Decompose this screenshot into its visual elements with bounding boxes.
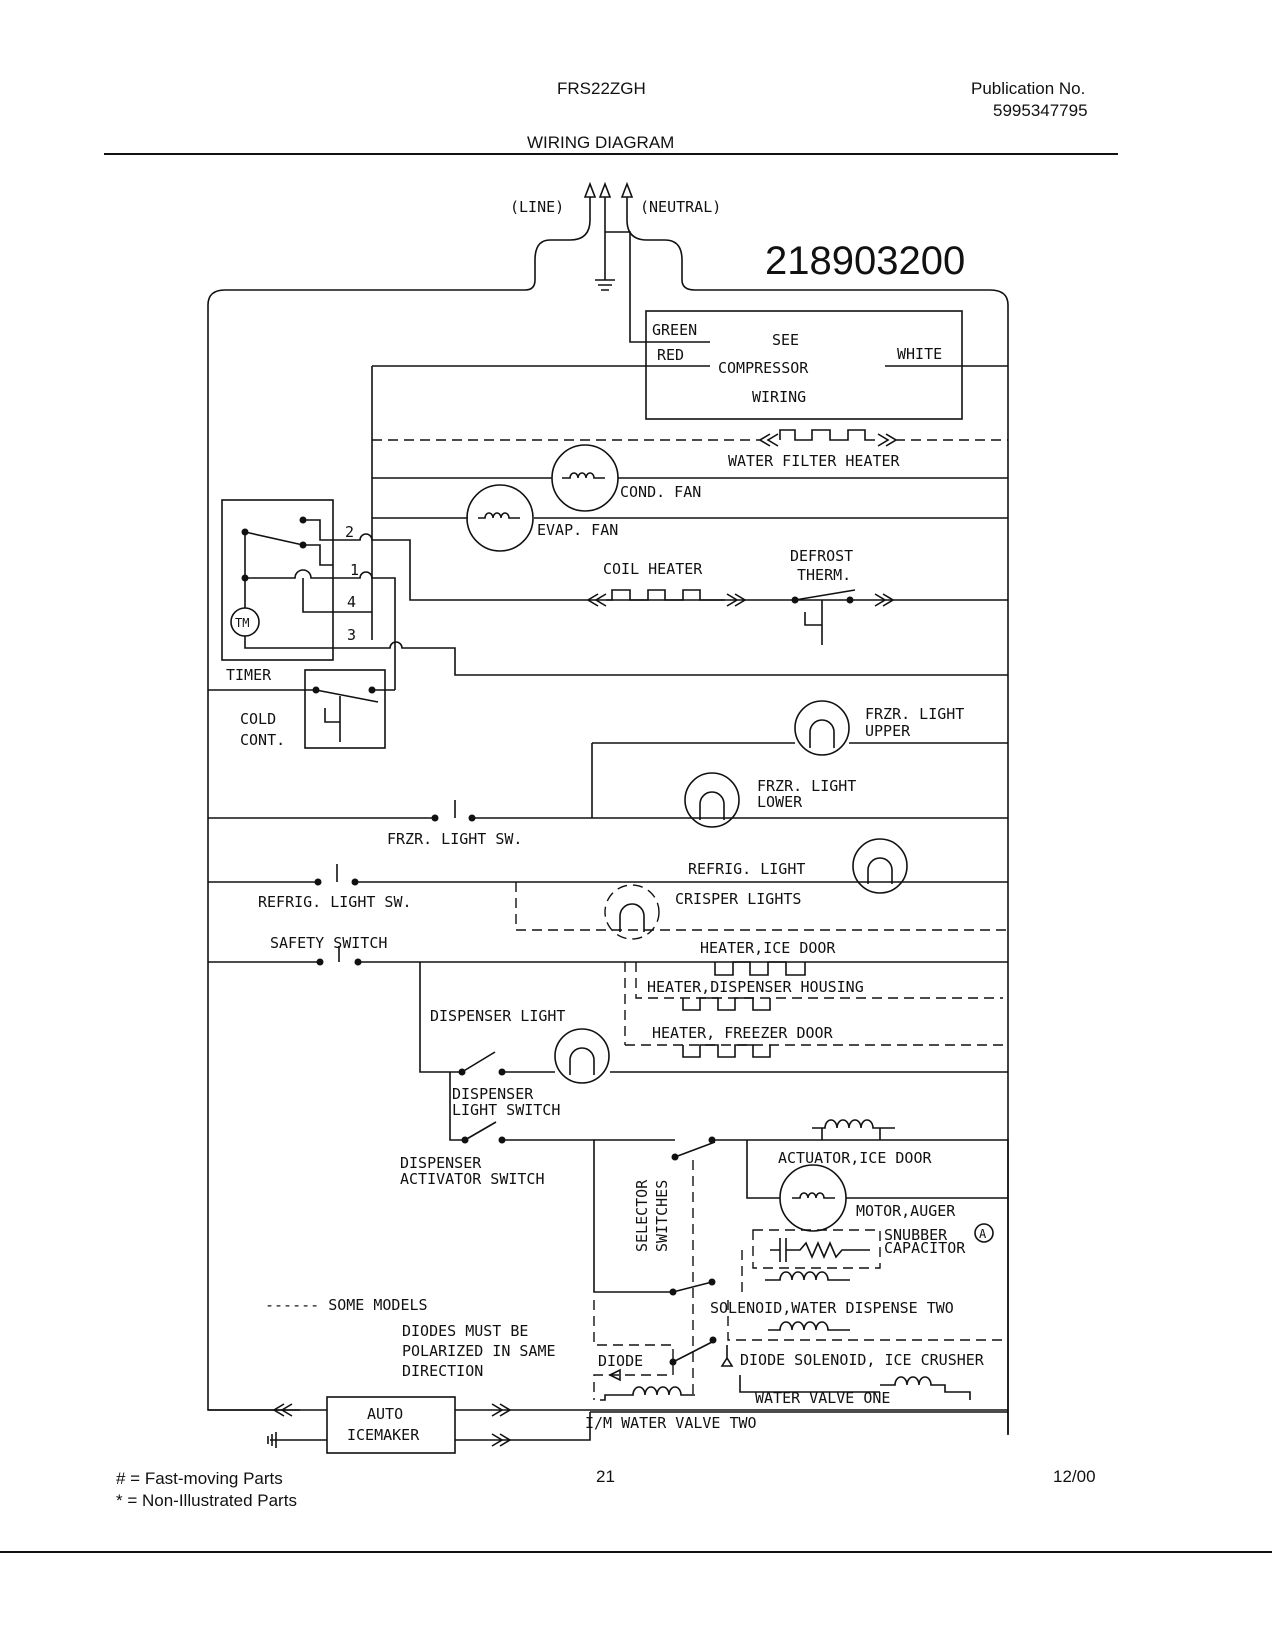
- selector-label: SELECTOR: [633, 1179, 651, 1252]
- neutral-label: (NEUTRAL): [640, 198, 721, 216]
- refrig-light-sw-label: REFRIG. LIGHT SW.: [258, 893, 412, 911]
- part-number: 218903200: [765, 239, 965, 283]
- model-number: FRS22ZGH: [557, 79, 646, 98]
- timer-terminal-2: 2: [345, 523, 354, 541]
- timer-label: TIMER: [226, 666, 272, 684]
- diodes-note-2: POLARIZED IN SAME: [402, 1342, 556, 1360]
- defrost-label: DEFROST: [790, 547, 853, 565]
- timer: [221, 499, 1008, 690]
- power-cord: [207, 181, 1009, 1435]
- actuator-ice-door-label: ACTUATOR,ICE DOOR: [778, 1149, 932, 1167]
- frzr-light-sw-label: FRZR. LIGHT SW.: [387, 830, 522, 848]
- footer-rule: [0, 1551, 1272, 1553]
- defrost-thermostat: [791, 589, 895, 645]
- red-label: RED: [657, 346, 684, 364]
- dispenser-light: [419, 962, 1008, 1084]
- frzr-light-upper: [592, 700, 1008, 756]
- revision-date: 12/00: [1053, 1467, 1096, 1486]
- dispenser-activator-label1: DISPENSER: [400, 1154, 482, 1172]
- im-water-valve-two-label: I/M WATER VALVE TWO: [585, 1414, 757, 1432]
- diodes-note-1: DIODES MUST BE: [402, 1322, 528, 1340]
- solenoid-water-two: [727, 1300, 1003, 1341]
- wiring-label: WIRING: [752, 388, 806, 406]
- selector-switches: [594, 1136, 1009, 1434]
- frzr-light-lower: [591, 743, 740, 828]
- diode-solenoid-label: DIODE SOLENOID, ICE CRUSHER: [740, 1351, 985, 1369]
- therm-label: THERM.: [797, 566, 851, 584]
- section-title: WIRING DIAGRAM: [527, 133, 675, 152]
- legend-fast-moving: # = Fast-moving Parts: [116, 1469, 283, 1488]
- green-label: GREEN: [652, 321, 697, 339]
- frzr-light-lower-label: FRZR. LIGHT: [757, 777, 856, 795]
- cold-control: [208, 669, 395, 749]
- coil-heater-label: COIL HEATER: [603, 560, 703, 578]
- icemaker-label: ICEMAKER: [347, 1426, 420, 1444]
- publication-label: Publication No.: [971, 79, 1086, 98]
- frzr-light-upper-label: FRZR. LIGHT: [865, 705, 964, 723]
- line-label: (LINE): [510, 198, 564, 216]
- coil-heater: [586, 589, 747, 607]
- heater-freezer-door-label: HEATER, FREEZER DOOR: [652, 1024, 834, 1042]
- timer-terminal-1: 1: [350, 561, 359, 579]
- note-a-label: A: [979, 1227, 987, 1241]
- publication-number: 5995347795: [993, 101, 1088, 120]
- snubber-capacitor: [741, 1229, 881, 1295]
- water-filter-heater-label: WATER FILTER HEATER: [728, 452, 901, 470]
- motor-auger-label: MOTOR,AUGER: [856, 1202, 956, 1220]
- safety-switch-label: SAFETY SWITCH: [270, 934, 387, 952]
- switches-label: SWITCHES: [653, 1180, 671, 1252]
- frzr-upper-label: UPPER: [865, 722, 911, 740]
- dispenser-activator-switch[interactable]: [461, 1121, 674, 1293]
- see-label: SEE: [772, 331, 799, 349]
- frzr-light-switch[interactable]: [208, 800, 1008, 822]
- cont-label: CONT.: [240, 731, 285, 749]
- timer-terminal-4: 4: [347, 593, 356, 611]
- white-label: WHITE: [897, 345, 942, 363]
- evap-fan-label: EVAP. FAN: [537, 521, 618, 539]
- refrig-light: [852, 838, 908, 894]
- timer-motor-label: TM: [235, 616, 249, 630]
- heater-freezer-door: [625, 1044, 1003, 1058]
- dispenser-light-switch[interactable]: [449, 1051, 506, 1141]
- compressor-box: [372, 310, 1008, 420]
- compressor-label: COMPRESSOR: [718, 359, 809, 377]
- diodes-note-3: DIRECTION: [402, 1362, 483, 1380]
- frzr-lower-label: LOWER: [757, 793, 803, 811]
- timer-terminal-3: 3: [347, 626, 356, 644]
- water-filter-heater: [372, 429, 1008, 447]
- heater-ice-door: [714, 961, 806, 976]
- crisper-lights-label: CRISPER LIGHTS: [675, 890, 801, 908]
- water-valve-one-label: WATER VALVE ONE: [755, 1389, 890, 1407]
- dispenser-activator-label2: ACTIVATOR SWITCH: [400, 1170, 545, 1188]
- header-rule: [104, 153, 1118, 155]
- refrig-light-switch[interactable]: [208, 864, 1008, 886]
- dispenser-light-label: DISPENSER LIGHT: [430, 1007, 565, 1025]
- dispenser-light-switch-label1: DISPENSER: [452, 1085, 534, 1103]
- ice-crusher-section: [593, 1300, 971, 1401]
- dispenser-light-switch-label2: LIGHT SWITCH: [452, 1101, 560, 1119]
- actuator-ice-door: [812, 1119, 895, 1140]
- crisper-lights: [515, 882, 1008, 940]
- auto-icemaker: [208, 1396, 1008, 1454]
- heater-dispenser-housing: [624, 962, 1003, 1045]
- cold-label: COLD: [240, 710, 276, 728]
- cond-fan-label: COND. FAN: [620, 483, 701, 501]
- diode-label: DIODE: [598, 1352, 643, 1370]
- legend-non-illustrated: * = Non-Illustrated Parts: [116, 1491, 297, 1510]
- evap-fan: [372, 484, 1008, 552]
- some-models-note: ------ SOME MODELS: [265, 1296, 428, 1314]
- cond-fan: [372, 444, 1008, 512]
- capacitor-label: CAPACITOR: [884, 1239, 966, 1257]
- page-number: 21: [596, 1467, 615, 1486]
- safety-switch[interactable]: [208, 946, 1008, 966]
- heater-dispenser-housing-label: HEATER,DISPENSER HOUSING: [647, 978, 864, 996]
- refrig-light-label: REFRIG. LIGHT: [688, 860, 805, 878]
- motor-auger: [746, 1140, 1008, 1232]
- snubber-label: SNUBBER: [884, 1226, 948, 1244]
- heater-ice-door-label: HEATER,ICE DOOR: [700, 939, 836, 957]
- solenoid-water-two-label: SOLENOID,WATER DISPENSE TWO: [710, 1299, 954, 1317]
- note-a-circle: [974, 1223, 994, 1243]
- auto-label: AUTO: [367, 1405, 403, 1423]
